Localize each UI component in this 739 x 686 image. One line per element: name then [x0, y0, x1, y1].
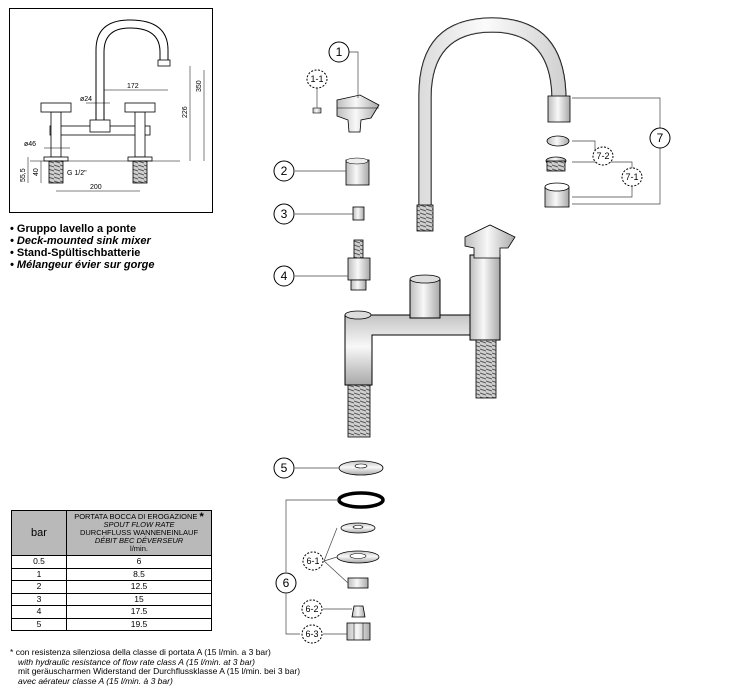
table-cell-flow: 6 — [66, 555, 212, 569]
table-cell-bar: 1 — [11, 567, 67, 581]
footnote-star: * — [10, 647, 14, 657]
footnote-french: avec aérateur classe A (15 l/min. à 3 ba… — [18, 675, 173, 686]
table-cell-flow: 12.5 — [66, 580, 212, 594]
dim-55-5: 55,5 — [20, 168, 27, 182]
desc-italian: • Gruppo lavello a ponte — [10, 223, 137, 235]
desc-german: • Stand-Spültischbatterie — [10, 247, 141, 259]
table-cell-flow: 15 — [66, 592, 212, 606]
part-label-6-2: 6-2 — [305, 604, 318, 614]
table-cell-flow: 8.5 — [66, 567, 212, 581]
dim-40: 40 — [33, 168, 40, 176]
part-callout-1 — [328, 41, 350, 63]
table-header-bar: bar — [11, 510, 67, 556]
table-cell-bar: 2 — [11, 580, 67, 594]
footnote: * con resistenza silenziosa della classe… — [10, 647, 301, 686]
part-label-6-3: 6-3 — [305, 629, 318, 639]
table-cell-bar: 3 — [11, 592, 67, 606]
footnote-italian: con resistenza silenziosa della classe d… — [15, 647, 271, 657]
part-label-2: 2 — [281, 164, 288, 178]
part-label-1-1: 1-1 — [310, 74, 323, 84]
exploded-parts — [312, 17, 571, 641]
dim-phi46: ø46 — [24, 141, 36, 148]
part-label-4: 4 — [281, 269, 288, 283]
table-header-flow: PORTATA BOCCA DI EROGAZIONE * SPOUT FLOW… — [66, 510, 212, 556]
table-cell-bar: 0.5 — [11, 555, 67, 569]
product-description: • Gruppo lavello a ponte • Deck-mounted … — [10, 223, 154, 271]
part-label-6: 6 — [283, 576, 290, 590]
part-label-1: 1 — [336, 45, 343, 59]
dimension-drawing: 350 226 172 200 ø24 ø46 40 55,5 G 1/2" — [9, 8, 213, 213]
part-label-3: 3 — [281, 207, 288, 221]
part-label-6-1: 6-1 — [306, 556, 319, 566]
part-label-7-2: 7-2 — [596, 151, 609, 161]
dim-226: 226 — [182, 106, 189, 118]
dim-200: 200 — [90, 184, 102, 191]
table-cell-flow: 17.5 — [66, 605, 212, 619]
dim-phi24: ø24 — [80, 96, 92, 103]
dim-thread: G 1/2" — [67, 170, 87, 177]
dim-350: 350 — [196, 80, 203, 92]
desc-english: • Deck-mounted sink mixer — [10, 235, 151, 247]
flow-rate-table: bar PORTATA BOCCA DI EROGAZIONE * SPOUT … — [11, 510, 212, 631]
part-labels: 1 1-1 2 3 4 5 6 6-1 6-2 6-3 7 7-2 7-1 — [273, 41, 671, 644]
dim-172: 172 — [127, 83, 139, 90]
leader-lines — [285, 51, 661, 635]
footnote-english: with hydraulic resistance of flow rate c… — [18, 656, 255, 667]
part-label-7: 7 — [657, 131, 664, 145]
part-label-7-1: 7-1 — [625, 172, 638, 182]
table-cell-flow: 19.5 — [66, 617, 212, 631]
table-cell-bar: 4 — [11, 605, 67, 619]
footnote-german: mit geräuscharmen Widerstand der Durchfl… — [18, 666, 301, 676]
desc-french: • Mélangeur évier sur gorge — [10, 259, 155, 271]
table-cell-bar: 5 — [11, 617, 67, 631]
part-label-5: 5 — [281, 461, 288, 475]
